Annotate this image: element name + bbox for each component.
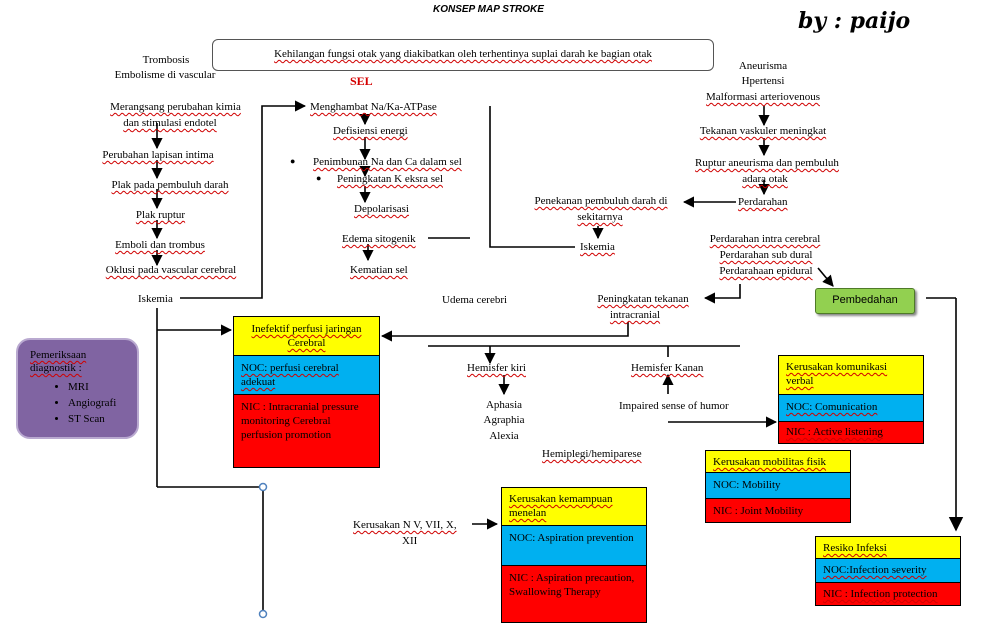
infection-noc: NOC:Infection severity bbox=[816, 559, 960, 583]
cranial-nerve-damage-cont: XII bbox=[402, 535, 418, 547]
swallow-noc: NOC: Aspiration prevention bbox=[502, 526, 646, 566]
mobility-noc: NOC: Mobility bbox=[706, 473, 850, 499]
left-step-ischemia: Iskemia bbox=[138, 293, 173, 305]
swallow-nic: NIC : Aspiration precaution, Swallowing … bbox=[502, 566, 646, 622]
bullet-icon: ● bbox=[290, 156, 296, 166]
cause-hypertension: Hpertensi bbox=[741, 75, 785, 87]
perfusion-diagnosis-box: Inefektif perfusi jaringan Cerebral NOC:… bbox=[233, 316, 380, 468]
cerebral-edema: Udema cerebri bbox=[442, 294, 508, 306]
definition-box: Kehilangan fungsi otak yang diakibatkan … bbox=[212, 39, 714, 71]
left-step-intima: Perubahan lapisan intima bbox=[102, 149, 214, 161]
swallow-diagnosis: Kerusakan kemampuan menelan bbox=[502, 488, 646, 526]
bleed-subdural: Perdarahan sub dural bbox=[719, 249, 813, 261]
diagnostics-item-scan: ST Scan bbox=[68, 411, 137, 427]
cranial-nerve-damage: Kerusakan N V, VII, X, bbox=[353, 519, 457, 531]
sel-step-depolarization: Depolarisasi bbox=[354, 203, 409, 215]
right-step-bleeding: Perdarahan bbox=[738, 196, 788, 208]
deficit-aphasia: Aphasia bbox=[485, 399, 523, 411]
sel-step-death: Kematian sel bbox=[350, 264, 408, 276]
diagnostics-box: Pemeriksaan diagnostik : MRI Angiografi … bbox=[16, 338, 139, 439]
sel-step-edema: Edema sitogenik bbox=[342, 233, 416, 245]
left-hemisphere: Hemisfer kiri bbox=[467, 362, 526, 374]
diagnostics-list: MRI Angiografi ST Scan bbox=[30, 379, 137, 427]
compression-text: Penekanan pembuluh darah di bbox=[534, 195, 668, 207]
right-ischemia: Iskemia bbox=[580, 241, 615, 253]
communication-diagnosis-box: Kerusakan komunikasi verbal NOC: Comunic… bbox=[778, 355, 924, 444]
cause-thrombosis: Trombosis bbox=[142, 54, 190, 66]
sel-step-potassium: Peningkatan K eksra sel bbox=[337, 173, 443, 185]
communication-diagnosis: Kerusakan komunikasi verbal bbox=[779, 356, 923, 395]
cause-malformation: Malformasi arteriovenous bbox=[706, 91, 820, 103]
icp-increase: Peningkatan tekanan bbox=[597, 293, 689, 305]
cause-embolism: Embolisme di vascular bbox=[114, 69, 216, 81]
perfusion-nic: NIC : Intracranial pressure monitoring C… bbox=[234, 395, 379, 467]
right-hemisphere: Hemisfer Kanan bbox=[631, 362, 704, 374]
left-step-plaque: Plak pada pembuluh darah bbox=[111, 179, 229, 191]
bleed-intracerebral: Perdarahan intra cerebral bbox=[709, 233, 821, 245]
diagnostics-title: Pemeriksaan bbox=[30, 349, 87, 361]
left-step-embolus: Emboli dan trombus bbox=[115, 239, 205, 251]
sel-step-energy: Defisiensi energi bbox=[333, 125, 408, 137]
perfusion-noc: NOC: perfusi cerebral adekuat bbox=[234, 356, 379, 395]
communication-nic: NIC : Active listening bbox=[779, 422, 923, 443]
diagnostics-item-angiography: Angiografi bbox=[68, 395, 137, 411]
right-step-pressure: Tekanan vaskuler meningkat bbox=[699, 125, 827, 137]
swallow-diagnosis-box: Kerusakan kemampuan menelan NOC: Aspirat… bbox=[501, 487, 647, 623]
infection-diagnosis-box: Resiko Infeksi NOC:Infection severity NI… bbox=[815, 536, 961, 606]
page-title: KONSEP MAP STROKE bbox=[433, 4, 544, 15]
deficit-humor: Impaired sense of humor bbox=[619, 400, 729, 412]
sel-step-na-ca: Penimbunan Na dan Ca dalam sel bbox=[313, 156, 462, 168]
communication-noc: NOC: Comunication bbox=[779, 395, 923, 422]
definition-text: Kehilangan fungsi otak yang diakibatkan … bbox=[274, 48, 652, 60]
left-step-chemical: Merangsang perubahan kimia bbox=[110, 101, 241, 113]
compression-text-cont: sekitarnya bbox=[577, 211, 623, 223]
deficit-alexia: Alexia bbox=[489, 430, 519, 442]
left-step-endothel: dan stimulasi endotel bbox=[123, 117, 217, 129]
deficit-agraphia: Agraphia bbox=[483, 414, 525, 426]
icp-increase-cont: intracranial bbox=[609, 309, 661, 321]
mobility-nic: NIC : Joint Mobility bbox=[706, 499, 850, 522]
infection-diagnosis: Resiko Infeksi bbox=[816, 537, 960, 559]
perfusion-diagnosis: Inefektif perfusi jaringan Cerebral bbox=[234, 317, 379, 356]
bleed-epidural: Perdarahaan epidural bbox=[719, 265, 813, 277]
diagnostics-item-mri: MRI bbox=[68, 379, 137, 395]
sel-step-atpase: Menghambat Na/Ka-ATPase bbox=[310, 101, 437, 113]
surgery-box: Pembedahan bbox=[815, 288, 915, 314]
bullet-icon: ● bbox=[316, 173, 322, 183]
sel-header: SEL bbox=[350, 74, 373, 88]
right-step-rupture-cont: adara otak bbox=[742, 173, 788, 185]
mobility-diagnosis-box: Kerusakan mobilitas fisik NOC: Mobility … bbox=[705, 450, 851, 523]
deficit-hemiplegia: Hemiplegi/hemiparese bbox=[542, 448, 642, 460]
cause-aneurysm: Aneurisma bbox=[738, 60, 788, 72]
left-step-rupture: Plak ruptur bbox=[135, 209, 186, 221]
left-step-occlusion: Oklusi pada vascular cerebral bbox=[105, 264, 237, 276]
diagnostics-title-cont: diagnostik : bbox=[30, 362, 82, 374]
author-byline: by : paijo bbox=[798, 8, 911, 34]
right-step-rupture: Ruptur aneurisma dan pembuluh bbox=[695, 157, 839, 169]
infection-nic: NIC : Infection protection bbox=[816, 583, 960, 605]
mobility-diagnosis: Kerusakan mobilitas fisik bbox=[706, 451, 850, 473]
